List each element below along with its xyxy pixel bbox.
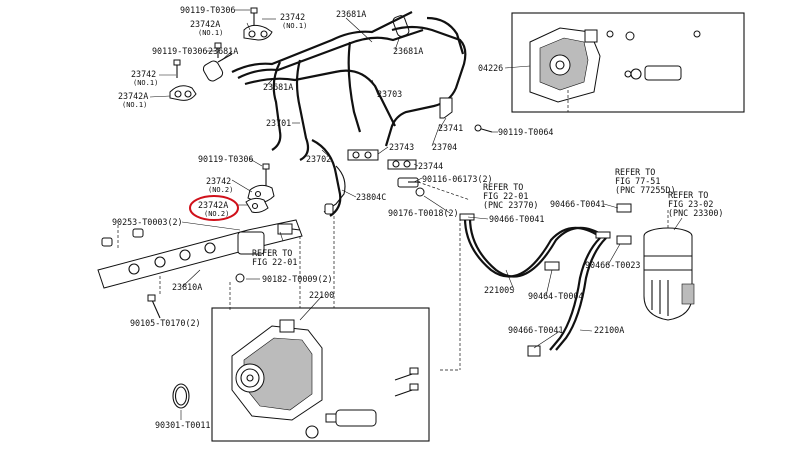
injection-pump-frame (211, 307, 430, 442)
label-90119-t0064: 90119-T0064 (498, 127, 553, 137)
label-22100a: 22100A (594, 325, 624, 335)
highlight-circle (189, 195, 239, 221)
label-90466-t0041-b: 90466-T0041 (550, 199, 605, 209)
dashed-guides (117, 90, 669, 371)
label-90253-t0003: 90253-T0003(2) (112, 217, 183, 227)
injection-pipes (231, 11, 467, 217)
label-23742a-no1: 23742A (190, 19, 220, 29)
clamp-23742-no2 (245, 163, 275, 213)
supply-pump-inset-frame (511, 12, 745, 113)
label-90176-t0018: 90176-T0018(2) (388, 208, 459, 218)
refer-23-02-line2: FIG 23-02 (668, 199, 713, 209)
refer-23-02-line1: REFER TO (668, 190, 708, 200)
clamp-group-top-left (169, 7, 273, 101)
bolt-90119-t0064 (474, 124, 493, 133)
label-23742-no1-b-sub: (NO.1) (133, 79, 158, 87)
label-23742a-no1-sub: (NO.1) (198, 29, 223, 37)
gasket-90176 (415, 187, 425, 197)
label-90466-t0041-a: 90466-T0041 (489, 214, 544, 224)
label-90119-t0306-a: 90119-T0306 (180, 5, 235, 15)
label-90119-t0306-c: 90119-T0306 (198, 154, 253, 164)
label-23742a-no1-b: 23742A (118, 91, 148, 101)
fuel-hoses (459, 203, 632, 357)
label-23681a-right: 23681A (393, 46, 423, 56)
injector-left (202, 53, 233, 82)
label-23742a-no1-b-sub: (NO.1) (122, 101, 147, 109)
label-23742a-no2-sub: (NO.2) (204, 210, 229, 218)
refer-22-01-a-line2: FIG 22-01 (483, 191, 528, 201)
label-23701: 23701 (266, 118, 291, 128)
label-23702: 23702 (306, 154, 331, 164)
refer-77-51-line2: FIG 77-51 (615, 176, 660, 186)
label-23742-no2: 23742 (206, 176, 231, 186)
label-90464-t0004: 90464-T0004 (528, 291, 583, 301)
refer-22-01-b-line1: REFER TO (252, 248, 292, 258)
label-23804c: 23804C (356, 192, 386, 202)
label-23810a: 23810A (172, 282, 202, 292)
refer-22-01-b-line2: FIG 22-01 (252, 257, 297, 267)
leader-lines (149, 9, 683, 420)
label-23742a-no2: 23742A (198, 200, 228, 210)
label-23741: 23741 (438, 123, 463, 133)
injection-pump (231, 319, 419, 439)
refer-77-51-line1: REFER TO (615, 167, 655, 177)
clamp-23743 (347, 149, 379, 161)
label-23744: 23744 (418, 161, 443, 171)
refer-22-01-a-line1: REFER TO (483, 182, 523, 192)
label-23681a-left: 23681A (208, 46, 238, 56)
supply-pump-assy (529, 27, 701, 103)
label-90105-t0170: 90105-T0170(2) (130, 318, 201, 328)
label-23681a-mid: 23681A (263, 82, 293, 92)
refer-22-01-a-line3: (PNC 23770) (483, 200, 538, 210)
common-rail (97, 219, 303, 319)
label-22100: 22100 (309, 290, 334, 300)
label-22100s: 22100S (484, 285, 514, 295)
label-04226: 04226 (478, 63, 503, 73)
label-23681a-top: 23681A (336, 9, 366, 19)
label-23742-no1-sub: (NO.1) (282, 22, 307, 30)
o-ring-90301 (172, 383, 190, 409)
label-23742-no1-b: 23742 (131, 69, 156, 79)
label-23742-no2-sub: (NO.2) (208, 186, 233, 194)
label-90466-t0041-c: 90466-T0041 (508, 325, 563, 335)
label-90466-t0023: 90466-T0023 (585, 260, 640, 270)
pipe-23804c (323, 165, 346, 215)
label-23742-no1: 23742 (280, 12, 305, 22)
label-90301-t0011: 90301-T0011 (155, 420, 210, 430)
fuel-filter (643, 227, 695, 321)
bracket-23741 (439, 97, 453, 119)
label-23703: 23703 (377, 89, 402, 99)
clamp-23744 (387, 159, 417, 170)
label-90182-t0009: 90182-T0009(2) (262, 274, 333, 284)
label-90116-06173: 90116-06173(2) (422, 174, 493, 184)
label-23704: 23704 (432, 142, 457, 152)
nut-90182 (235, 273, 245, 283)
label-23743: 23743 (389, 142, 414, 152)
refer-77-51-line3: (PNC 77255D) (615, 185, 676, 195)
union-bolt-90116 (397, 177, 420, 188)
refer-23-02-line3: (PNC 23300) (668, 208, 723, 218)
label-90119-t0306-b: 90119-T0306 (152, 46, 207, 56)
